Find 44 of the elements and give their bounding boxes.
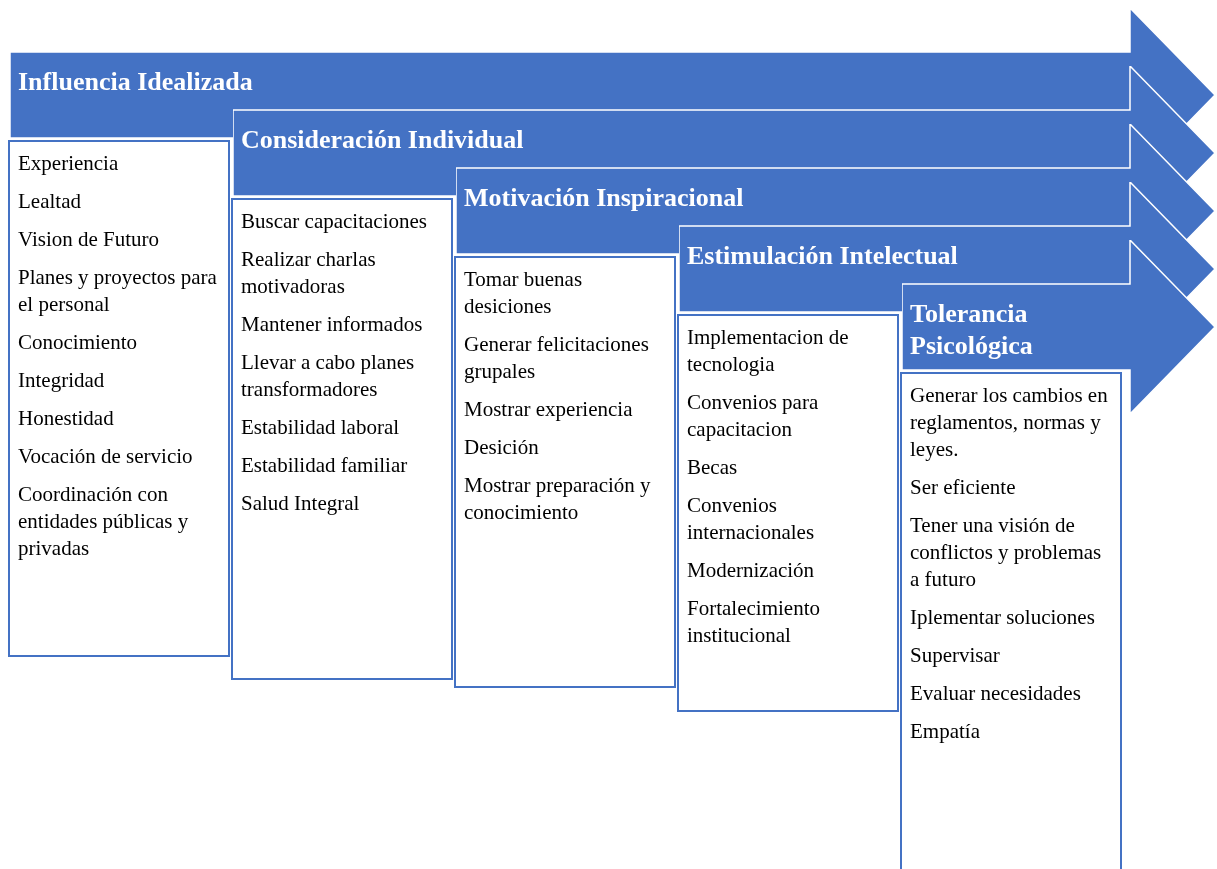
list-item: Ser eficiente <box>910 474 1017 501</box>
list-item: Salud Integral <box>241 490 361 517</box>
list-box <box>8 140 230 657</box>
list-item: Estabilidad familiar <box>241 452 409 479</box>
list-item: Convenios para capacitacion <box>687 389 820 443</box>
list-item: Estabilidad laboral <box>241 414 401 441</box>
list-item: Mostrar experiencia <box>464 396 634 423</box>
list-item: Lealtad <box>18 188 82 215</box>
list-item: Mantener informados <box>241 311 424 338</box>
list-item: Conocimiento <box>18 329 138 356</box>
list-item: Realizar charlas motivadoras <box>241 246 377 300</box>
list-item: Empatía <box>910 718 981 745</box>
list-item: Vocación de servicio <box>18 443 194 470</box>
list-box <box>231 198 453 680</box>
list-item: Experiencia <box>18 150 120 177</box>
list-item: Vision de Futuro <box>18 226 161 253</box>
list-item: Generar felicitaciones grupales <box>464 331 650 385</box>
list-box <box>677 314 899 712</box>
list-item: Evaluar necesidades <box>910 680 1082 707</box>
band-heading: Motivación Inspiracional <box>464 182 745 214</box>
list-item: Modernización <box>687 557 816 584</box>
list-item: Convenios internacionales <box>687 492 816 546</box>
band-heading: Consideración Individual <box>241 124 525 156</box>
list-item: Integridad <box>18 367 106 394</box>
band-heading: Estimulación Intelectual <box>687 240 959 272</box>
list-item: Llevar a cabo planes transformadores <box>241 349 416 403</box>
list-item: Implementacion de tecnologia <box>687 324 850 378</box>
list-item: Planes y proyectos para el personal <box>18 264 218 318</box>
list-item: Supervisar <box>910 642 1001 669</box>
list-box <box>454 256 676 688</box>
list-item: Desición <box>464 434 540 461</box>
list-item: Iplementar soluciones <box>910 604 1096 631</box>
list-item: Fortalecimiento institucional <box>687 595 821 649</box>
list-item: Generar los cambios en reglamentos, normas y leyes. <box>910 382 1109 463</box>
list-item: Buscar capacitaciones <box>241 208 428 235</box>
list-item: Honestidad <box>18 405 115 432</box>
list-box <box>900 372 1122 869</box>
band-heading: Tolerancia Psicológica <box>910 298 1034 362</box>
band-heading: Influencia Idealizada <box>18 66 254 98</box>
list-item: Coordinación con entidades públicas y privadas <box>18 481 190 562</box>
list-item: Mostrar preparación y conocimiento <box>464 472 652 526</box>
list-item: Becas <box>687 454 739 481</box>
list-item: Tomar buenas desiciones <box>464 266 584 320</box>
list-item: Tener una visión de conflictos y problemas a futuro <box>910 512 1103 593</box>
